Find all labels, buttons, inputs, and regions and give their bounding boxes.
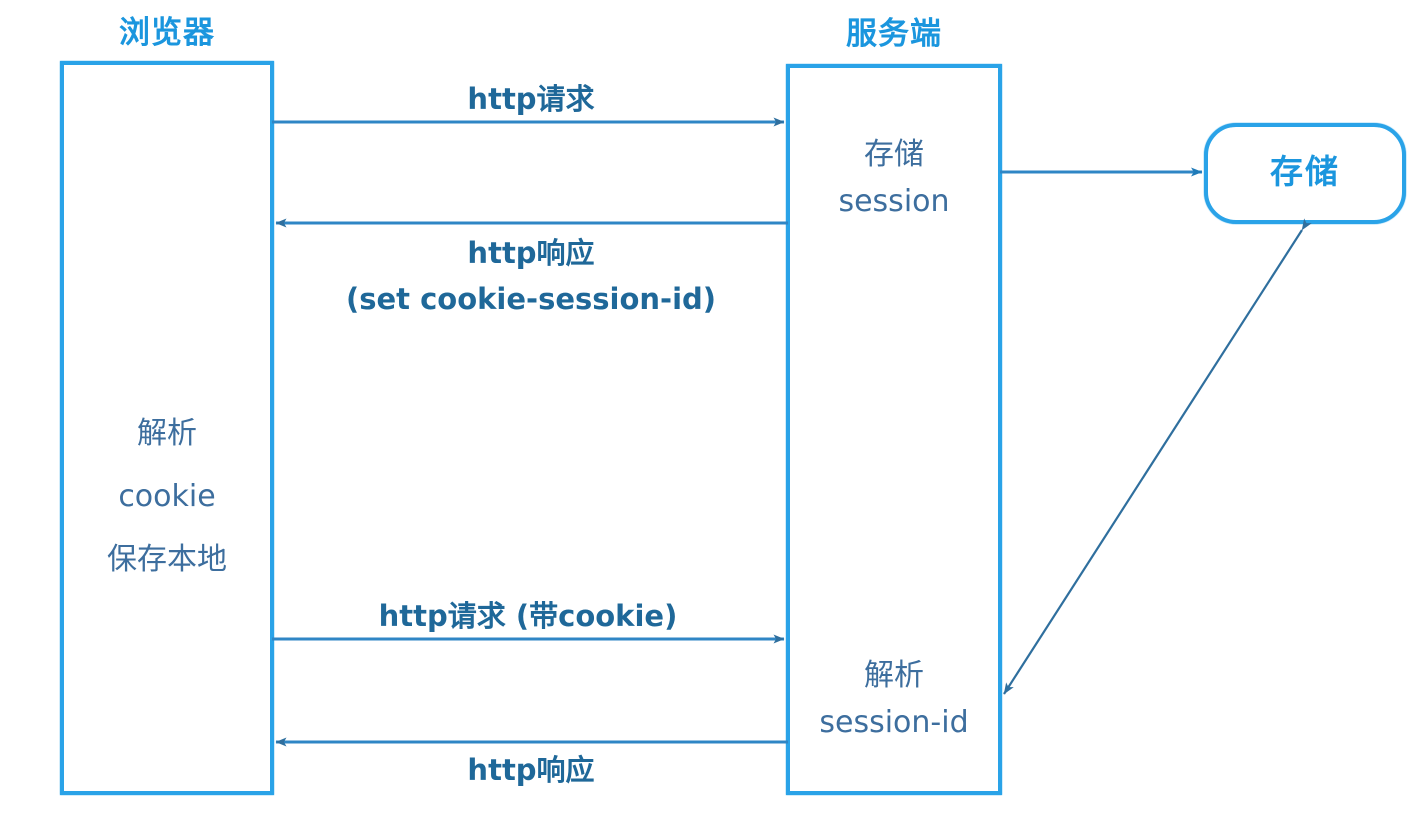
browser-participant-box: [60, 61, 274, 795]
browser-body-line-1: 解析: [137, 416, 197, 451]
server-body-top-line-2: session: [838, 184, 950, 219]
message-label-4: http响应: [467, 753, 595, 787]
message-label-2-line-1: http响应: [467, 236, 595, 270]
message-label-3: http请求 (带cookie): [378, 599, 678, 633]
message-label-1: http请求: [467, 82, 595, 116]
server-participant-title: 服务端: [846, 16, 942, 52]
server-body-top-line-1: 存储: [864, 137, 924, 172]
server-body-bottom-line-2: session-id: [819, 705, 969, 740]
storage-node-label: 存储: [1270, 152, 1340, 191]
server-participant-box: [786, 64, 1002, 795]
server-body-bottom-line-1: 解析: [864, 658, 924, 693]
browser-body-line-2: cookie: [118, 479, 216, 514]
message-label-2-line-2: (set cookie-session-id): [345, 282, 717, 316]
browser-participant-title: 浏览器: [119, 15, 215, 51]
browser-body-line-3: 保存本地: [107, 542, 227, 577]
message-arrow-storage-bidirectional: [1003, 218, 1312, 695]
